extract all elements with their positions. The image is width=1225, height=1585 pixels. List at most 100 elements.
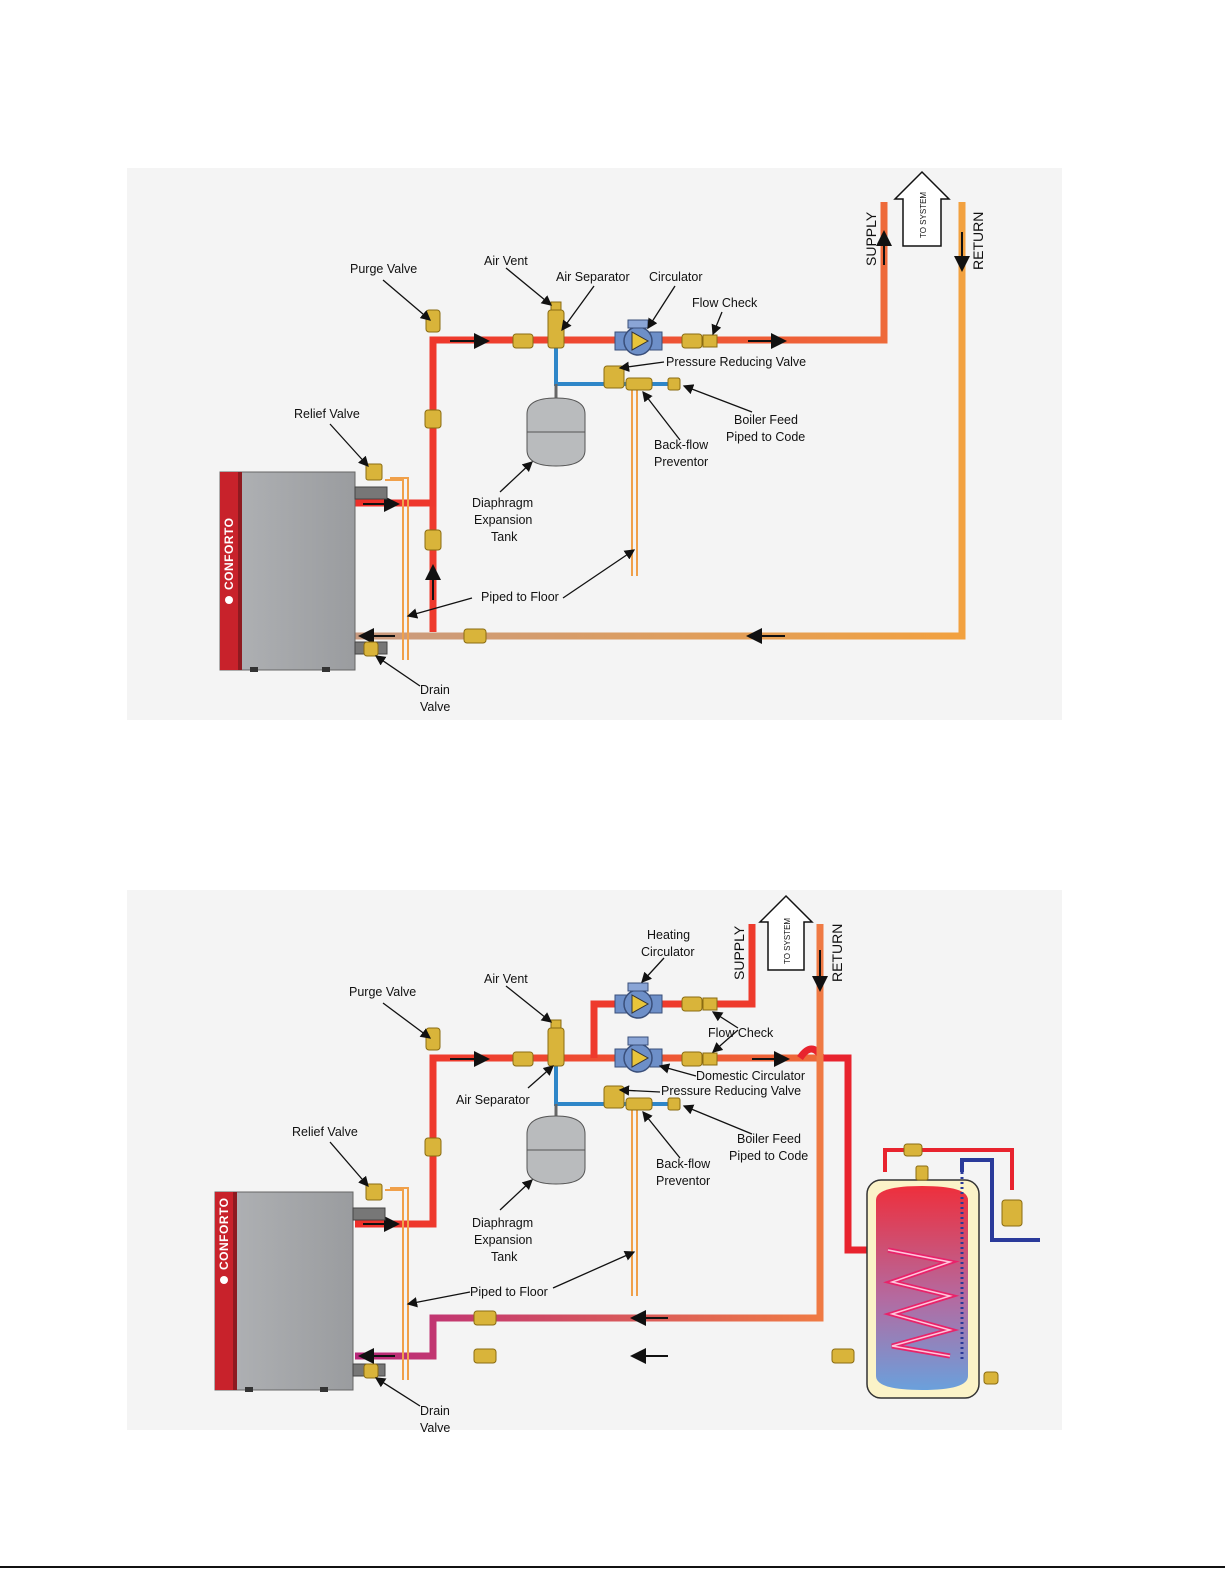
label-tank-2: Expansion [474, 513, 532, 527]
relief-discharge-pipe [385, 477, 409, 660]
to-system-arrow-2-icon [758, 894, 814, 971]
backflow-preventor-icon [625, 377, 653, 391]
label-boiler-feed-4: Piped to Code [729, 1149, 808, 1163]
label-flow-check: Flow Check [692, 296, 758, 310]
isolation-valve-3-icon [512, 1051, 534, 1067]
riser-valve-3-icon [424, 1137, 442, 1157]
label-circulator: Circulator [649, 270, 703, 284]
return-valve-icon [463, 628, 487, 644]
indirect-water-heater-icon [866, 1143, 1040, 1399]
diagram-2: TO SYSTEM SUPPLY RETURN CONFORTO [127, 890, 1062, 1435]
heating-supply-pipe [590, 924, 756, 1058]
purge-valve-2-icon [425, 1027, 441, 1051]
boiler-feed-valve-icon [667, 377, 681, 391]
label-air-separator-2: Air Separator [456, 1093, 530, 1107]
label-drain-1: Drain [420, 683, 450, 697]
label-air-vent: Air Vent [484, 254, 528, 268]
flow-check-icon [702, 334, 718, 348]
label-air-separator: Air Separator [556, 270, 630, 284]
return-pipe [355, 202, 966, 640]
label-piped-to-floor: Piped to Floor [481, 590, 559, 604]
isolation-valve-2-icon [681, 333, 703, 349]
label-heating-circ-1: Heating [647, 928, 690, 942]
backflow-preventor-2-icon [625, 1097, 653, 1111]
label-backflow-3: Back-flow [656, 1157, 711, 1171]
air-vent-2-icon [550, 1019, 562, 1029]
label-pressure-reducing-valve: Pressure Reducing Valve [666, 355, 806, 369]
label-drain-4: Valve [420, 1421, 450, 1435]
supply-label: SUPPLY [863, 211, 879, 266]
flow-arrows-2 [358, 950, 828, 1364]
label-tank-3: Tank [491, 530, 518, 544]
label-drain-2: Valve [420, 700, 450, 714]
return-valve-2-icon [473, 1310, 497, 1326]
diagram-1: TO SYSTEM SUPPLY RETURN CONFORTO [127, 168, 1062, 720]
isolation-valve-icon [512, 333, 534, 349]
pressure-reducing-valve-icon [603, 365, 625, 389]
boiler-feed-valve-2-icon [667, 1097, 681, 1111]
label-flow-check-2: Flow Check [708, 1026, 774, 1040]
relief-valve-icon [365, 463, 383, 481]
return-label-2: RETURN [829, 924, 845, 982]
boiler-2: CONFORTO [214, 1191, 354, 1392]
to-system-label: TO SYSTEM [919, 192, 928, 238]
expansion-tank-icon [526, 384, 586, 467]
circulator-icon [614, 319, 663, 356]
label-boiler-feed-1: Boiler Feed [734, 413, 798, 427]
brand-logo-icon [225, 596, 233, 604]
expansion-tank-2-icon [526, 1104, 586, 1185]
air-vent-icon [550, 301, 562, 311]
pressure-reducing-valve-2-icon [603, 1085, 625, 1109]
to-system-label-2: TO SYSTEM [783, 918, 792, 964]
label-piped-to-floor-2: Piped to Floor [470, 1285, 548, 1299]
flow-check-3-icon [702, 1052, 718, 1066]
flow-check-2-icon [702, 997, 718, 1011]
label-tank-4: Diaphragm [472, 1216, 533, 1230]
relief-valve-2-icon [365, 1183, 383, 1201]
label-backflow-2: Preventor [654, 455, 708, 469]
brand-logo-2-icon [220, 1276, 228, 1284]
riser-valve-2-icon [424, 529, 442, 551]
label-purge-valve-2: Purge Valve [349, 985, 416, 999]
label-tank-5: Expansion [474, 1233, 532, 1247]
drain-valve-2-icon [363, 1363, 379, 1379]
relief-discharge-pipe-2 [385, 1187, 409, 1380]
label-pressure-reducing-valve-2: Pressure Reducing Valve [661, 1084, 801, 1098]
label-boiler-feed-3: Boiler Feed [737, 1132, 801, 1146]
air-separator-2-icon [547, 1027, 565, 1067]
label-drain-3: Drain [420, 1404, 450, 1418]
boiler-supply-fitting-2 [352, 1207, 386, 1221]
brand-label: CONFORTO [222, 518, 236, 590]
return-label: RETURN [970, 212, 986, 270]
flow-arrows [358, 230, 970, 644]
domestic-circulator-icon [614, 1036, 663, 1073]
isolation-valve-5-icon [681, 1051, 703, 1067]
purge-valve-icon [425, 309, 441, 333]
label-boiler-feed-2: Piped to Code [726, 430, 805, 444]
label-relief-valve: Relief Valve [294, 407, 360, 421]
supply-label-2: SUPPLY [731, 925, 747, 980]
label-purge-valve: Purge Valve [350, 262, 417, 276]
label-relief-valve-2: Relief Valve [292, 1125, 358, 1139]
footer-rule [0, 1566, 1225, 1568]
air-separator-icon [547, 309, 565, 349]
domestic-supply-pipe [797, 1045, 888, 1254]
label-domestic-circulator: Domestic Circulator [696, 1069, 805, 1083]
label-tank-1: Diaphragm [472, 496, 533, 510]
riser-valve-icon [424, 409, 442, 429]
label-air-vent-2: Air Vent [484, 972, 528, 986]
isolation-valve-4-icon [681, 996, 703, 1012]
heating-circulator-icon [614, 982, 663, 1019]
label-backflow-4: Preventor [656, 1174, 710, 1188]
label-heating-circ-2: Circulator [641, 945, 695, 959]
boiler-1: CONFORTO [219, 471, 356, 672]
backflow-discharge-pipe [631, 384, 638, 576]
label-backflow-1: Back-flow [654, 438, 709, 452]
label-tank-6: Tank [491, 1250, 518, 1264]
brand-label-2: CONFORTO [217, 1198, 231, 1270]
return-valve-3-icon [473, 1348, 497, 1364]
drain-valve-icon [363, 641, 379, 657]
to-system-arrow-icon [893, 170, 951, 247]
